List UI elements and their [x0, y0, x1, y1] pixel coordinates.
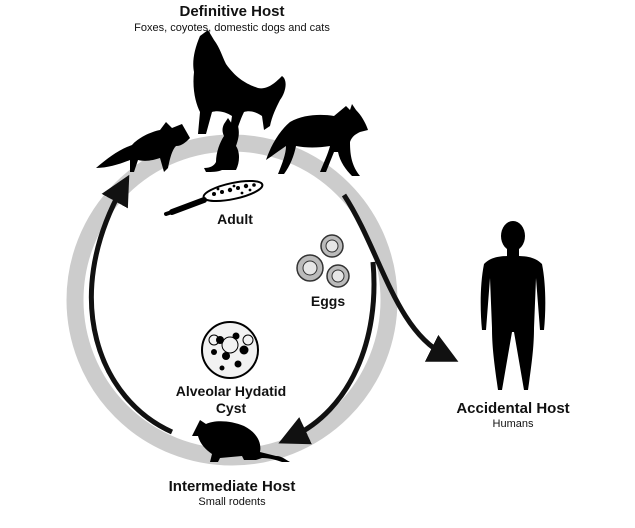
fox-silhouette — [96, 122, 190, 172]
cyst-label-line1: Alveolar Hydatid — [175, 383, 287, 399]
adult-label: Adult — [217, 211, 253, 227]
definitive-host-subtitle: Foxes, coyotes, domestic dogs and cats — [134, 22, 330, 34]
arrow-eggs-to-intermediate — [278, 261, 377, 445]
eggs-label: Eggs — [310, 293, 346, 309]
arrow-intermediate-to-definitive — [88, 174, 174, 435]
adult-worm-illustration — [164, 179, 264, 216]
accidental-host-title: Accidental Host — [456, 400, 570, 417]
intermediate-host-title: Intermediate Host — [168, 478, 296, 495]
arrow-host-to-accidental — [341, 193, 459, 362]
coyote-silhouette — [266, 104, 368, 176]
eggs-illustration — [296, 234, 350, 288]
accidental-host-subtitle: Humans — [492, 418, 534, 430]
definitive-host-title: Definitive Host — [179, 3, 285, 20]
intermediate-host-subtitle: Small rodents — [198, 496, 266, 508]
cyst-label-line2: Cyst — [215, 400, 247, 416]
human-silhouette — [480, 221, 546, 390]
rodent-silhouette — [192, 420, 290, 462]
dog-silhouette — [193, 30, 286, 134]
cat-silhouette — [204, 118, 239, 172]
cyst-illustration — [201, 321, 259, 379]
